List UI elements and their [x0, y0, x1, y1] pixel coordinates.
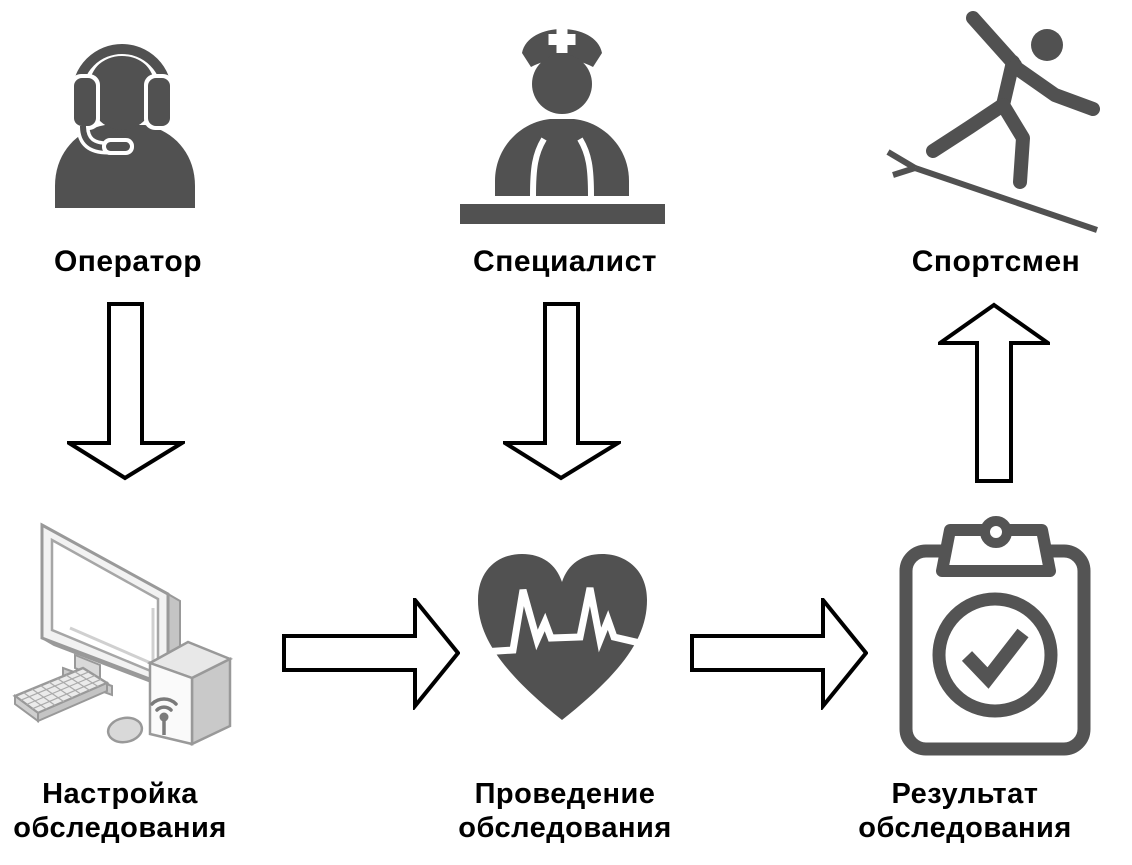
clipboard-check-icon	[899, 516, 1091, 756]
step-label-result: Результат обследования	[845, 777, 1085, 845]
step-label-setup: Настройка обследования	[0, 777, 240, 845]
process-arrow-right-icon	[690, 598, 868, 710]
flow-arrow-up-icon	[938, 302, 1050, 483]
step-label-setup-line2: обследования	[13, 812, 227, 844]
athlete-surfer-icon	[886, 11, 1100, 233]
step-label-conduct: Проведение обследования	[445, 777, 685, 845]
step-label-conduct-line2: обследования	[458, 812, 672, 844]
flow-arrow-down-icon	[503, 302, 621, 481]
actor-label-operator: Оператор	[53, 245, 203, 278]
heartbeat-icon	[478, 554, 647, 720]
step-label-result-line2: обследования	[858, 812, 1072, 844]
process-arrow-right-icon	[282, 598, 460, 710]
actor-label-athlete: Спортсмен	[911, 245, 1081, 278]
step-label-setup-line1: Настройка	[42, 778, 198, 810]
step-label-conduct-line1: Проведение	[474, 778, 656, 810]
operator-headset-icon	[55, 44, 195, 208]
flow-arrow-down-icon	[67, 302, 185, 481]
actor-label-specialist: Специалист	[473, 245, 657, 278]
nurse-specialist-icon	[460, 26, 665, 224]
step-label-result-line1: Результат	[891, 778, 1039, 810]
computer-workstation-icon	[12, 522, 234, 746]
